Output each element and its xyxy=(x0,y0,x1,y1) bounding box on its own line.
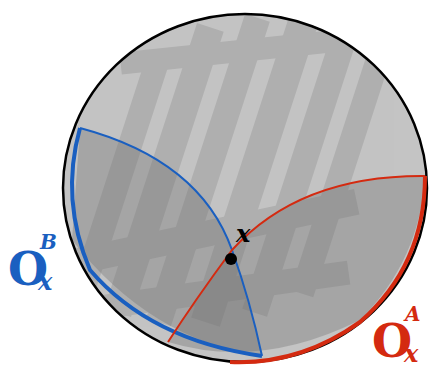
sphere-outline xyxy=(63,14,427,362)
region-b-rim xyxy=(72,128,262,356)
region-subscript: x xyxy=(404,342,418,366)
point-label: x xyxy=(236,222,250,246)
point-x xyxy=(225,253,237,265)
region-subscript: x xyxy=(38,270,52,294)
sphere xyxy=(63,14,427,362)
region-b-boundary xyxy=(80,128,262,356)
region-superscript: B xyxy=(40,232,57,252)
region-superscript: A xyxy=(405,304,421,324)
